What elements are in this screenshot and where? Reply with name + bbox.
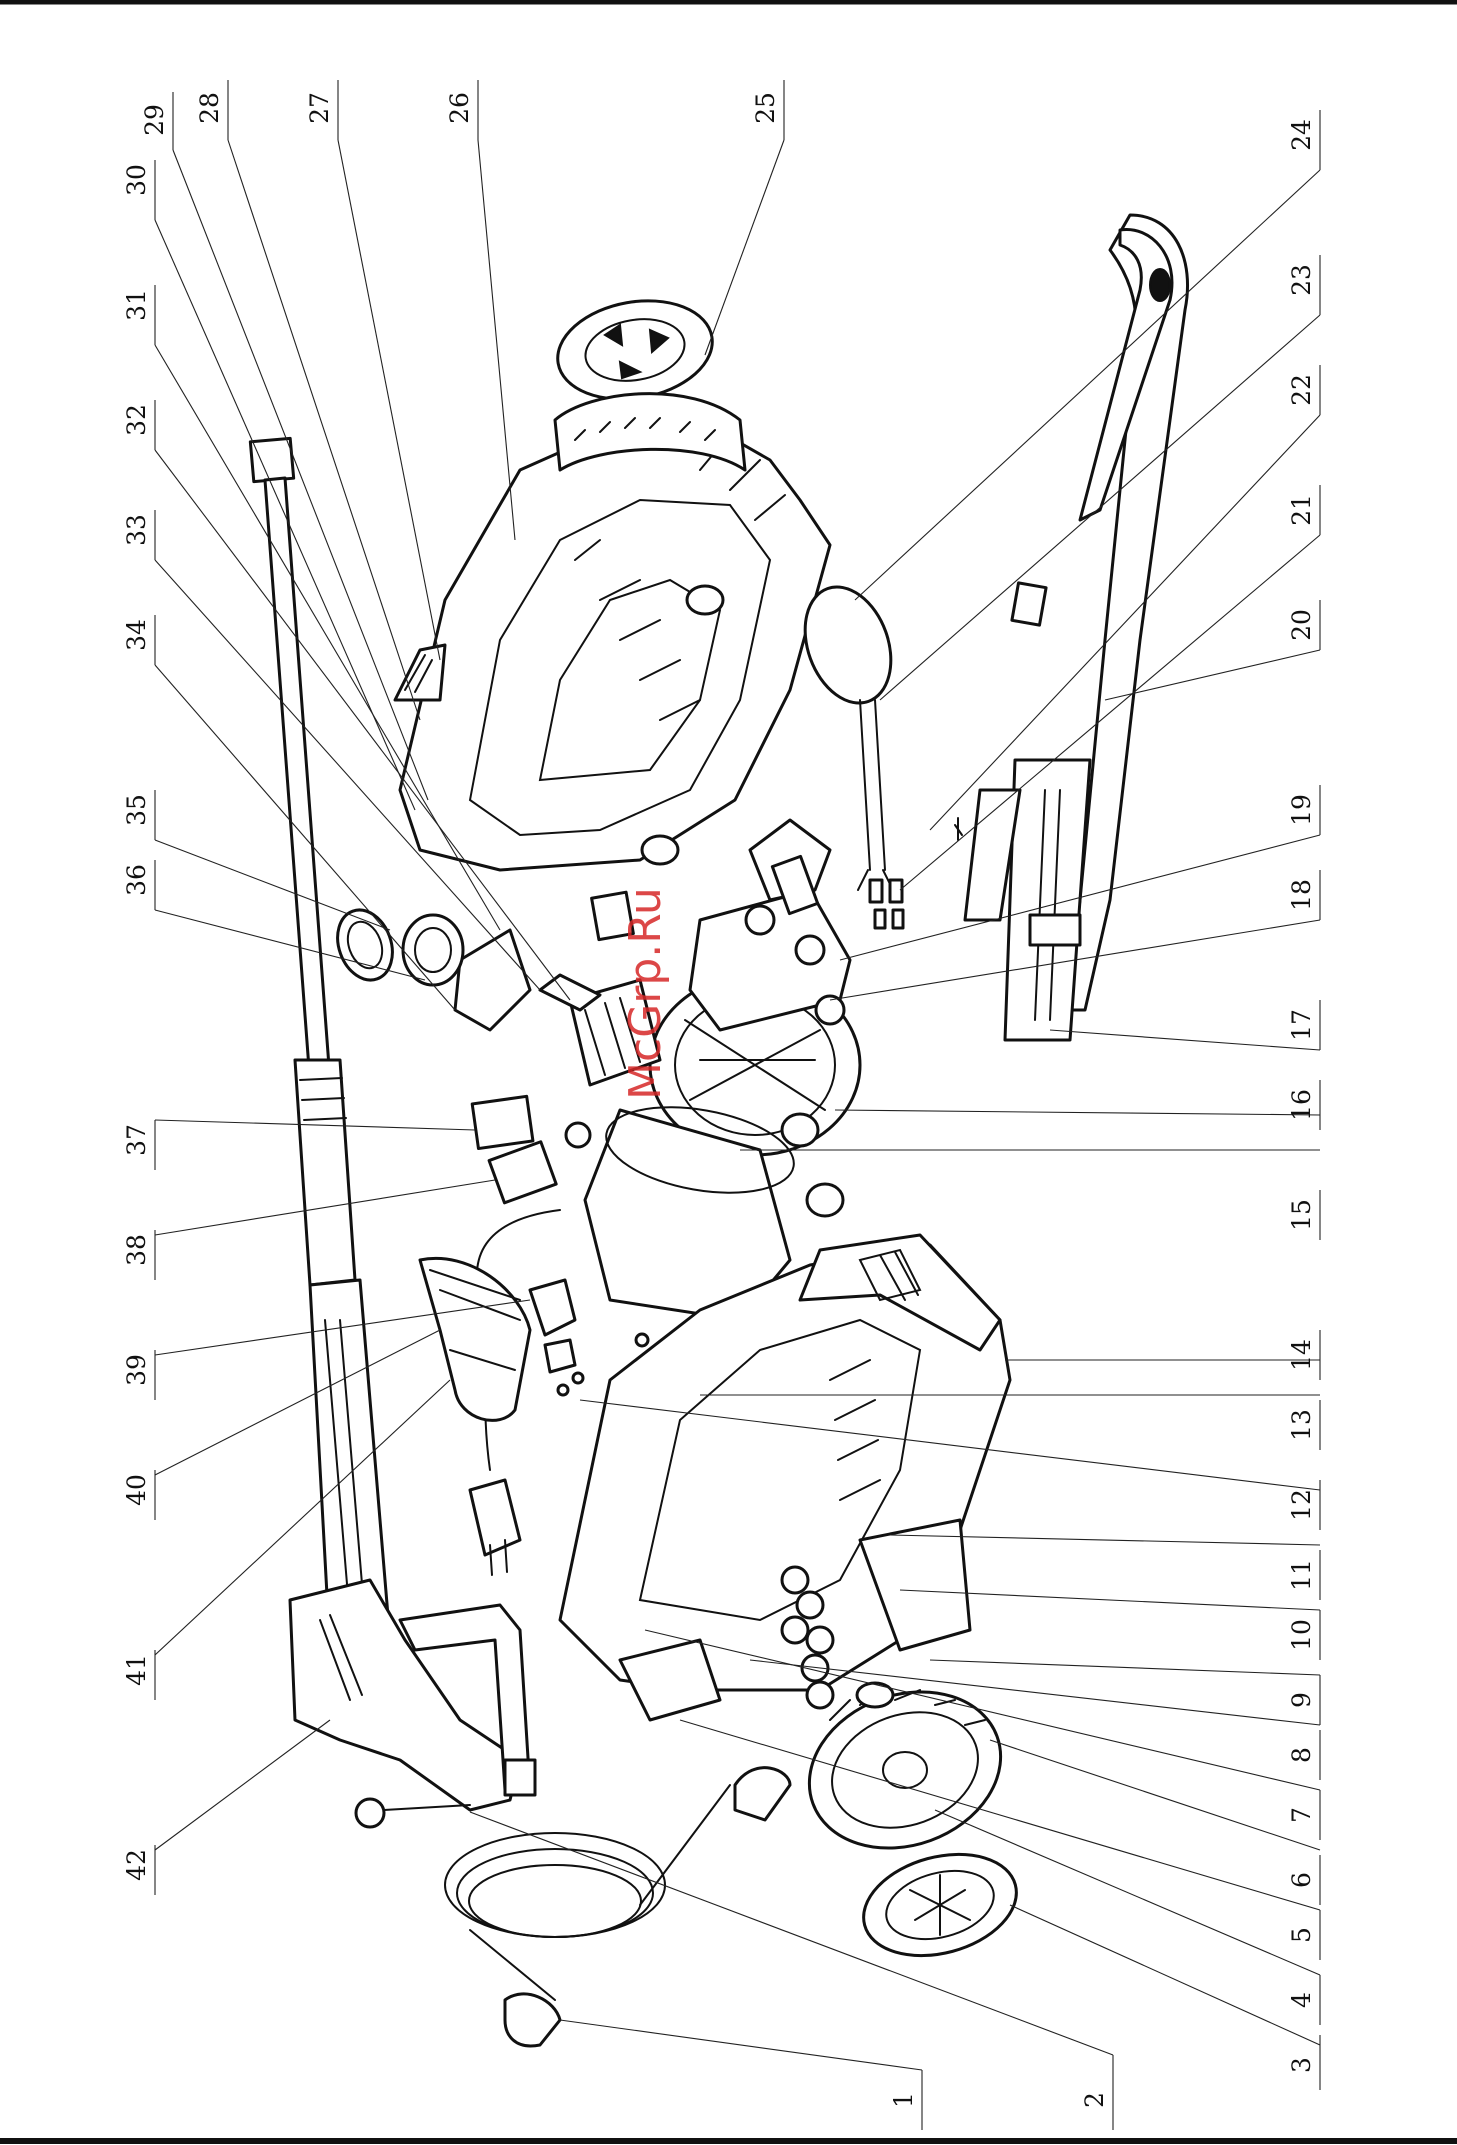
switch-cover [395, 645, 445, 700]
callout-32: 32 [122, 404, 151, 436]
callout-40: 40 [122, 1474, 151, 1506]
callout-34: 34 [122, 619, 151, 651]
callout-33: 33 [122, 514, 151, 546]
callout-26: 26 [445, 92, 474, 124]
callout-22: 22 [1287, 374, 1316, 406]
callout-12: 12 [1287, 1489, 1316, 1521]
spray-lance [250, 438, 390, 1650]
callout-7: 7 [1287, 1807, 1316, 1823]
high-pressure-hose [445, 1785, 730, 2000]
callout-10: 10 [1287, 1619, 1316, 1651]
callout-37: 37 [122, 1124, 151, 1156]
callout-42: 42 [122, 1849, 151, 1881]
callout-6: 6 [1287, 1872, 1316, 1888]
callout-38: 38 [122, 1234, 151, 1266]
callout-29: 29 [140, 104, 169, 136]
callout-36: 36 [122, 864, 151, 896]
hub-cap [852, 1838, 1028, 1971]
callout-13: 13 [1287, 1409, 1316, 1441]
callout-17: 17 [1287, 1009, 1316, 1041]
callout-23: 23 [1287, 264, 1316, 296]
handle-frame [965, 215, 1188, 1040]
callout-2: 2 [1080, 2092, 1109, 2108]
callout-18: 18 [1287, 879, 1316, 911]
front-housing [560, 1235, 1010, 1720]
callout-3: 3 [1287, 2057, 1316, 2073]
callout-14: 14 [1287, 1339, 1316, 1371]
callout-20: 20 [1287, 609, 1316, 641]
callout-30: 30 [122, 164, 151, 196]
callout-8: 8 [1287, 1747, 1316, 1763]
reel-cover [550, 289, 745, 470]
callout-35: 35 [122, 794, 151, 826]
trigger-gun [290, 1580, 535, 1810]
callout-41: 41 [122, 1654, 151, 1686]
callout-28: 28 [195, 92, 224, 124]
callout-27: 27 [305, 92, 334, 124]
callout-15: 15 [1287, 1199, 1316, 1231]
callout-16: 16 [1287, 1089, 1316, 1121]
callouts-right: 24 23 22 21 20 19 18 17 16 15 14 13 12 11 10 9 8 7 6 5 4 3 [1287, 119, 1316, 2073]
callout-4: 4 [1287, 1992, 1316, 2008]
callout-5: 5 [1287, 1927, 1316, 1943]
callout-21: 21 [1287, 494, 1316, 526]
motor-housing [400, 420, 830, 870]
callout-19: 19 [1287, 794, 1316, 826]
callout-1: 1 [889, 2092, 918, 2108]
power-cord [420, 1210, 560, 1575]
callout-39: 39 [122, 1354, 151, 1386]
callout-25: 25 [751, 92, 780, 124]
watermark-text: McGrp.Ru [620, 887, 671, 1100]
stickers [472, 1096, 556, 1203]
callout-24: 24 [1287, 119, 1316, 151]
callout-11: 11 [1287, 1559, 1316, 1591]
callout-9: 9 [1287, 1692, 1316, 1708]
gun-clip [356, 1799, 470, 1827]
callout-31: 31 [122, 289, 151, 321]
